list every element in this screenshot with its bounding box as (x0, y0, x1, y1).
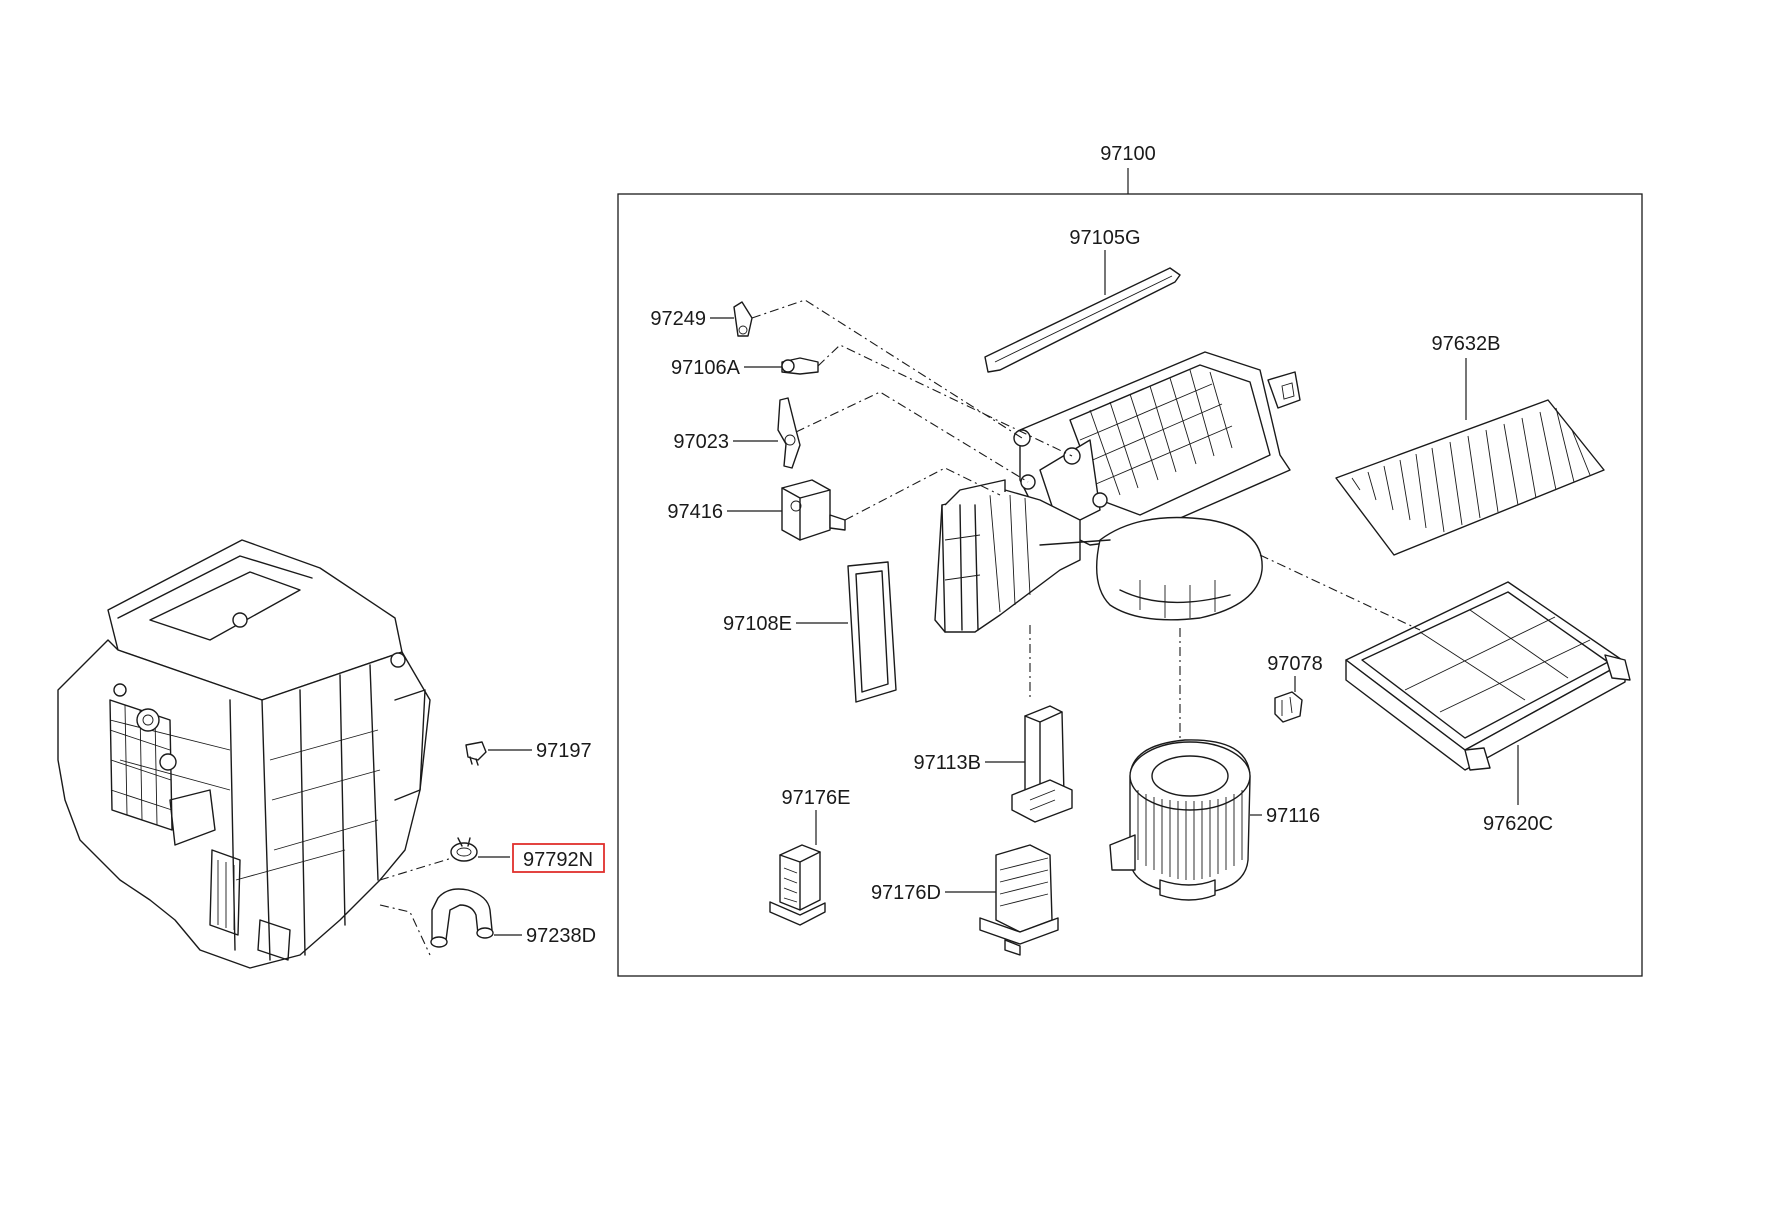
heater-unit-illustration (57, 539, 431, 969)
label-97416: 97416 (667, 501, 723, 523)
part-97113B-resistor (985, 705, 1073, 823)
label-97116: 97116 (1266, 805, 1320, 827)
label-97632B: 97632B (1432, 333, 1501, 355)
part-97105G-seal-strip (984, 250, 1181, 373)
label-97792N: 97792N (523, 849, 593, 871)
part-97620C-filter-cover (1345, 581, 1631, 805)
part-97176D-resistor (945, 844, 1059, 956)
label-97197: 97197 (536, 740, 592, 762)
part-97116-blower-motor (1109, 739, 1262, 901)
blower-housing-illustration (934, 351, 1301, 633)
part-97023-arm (733, 397, 801, 469)
label-97023: 97023 (673, 431, 729, 453)
part-97106A-lever (744, 357, 819, 375)
label-97078: 97078 (1267, 653, 1323, 675)
label-97108E: 97108E (723, 613, 792, 635)
label-97176D: 97176D (871, 882, 941, 904)
part-97078-connector (1274, 676, 1303, 723)
assembly-frame-97100 (617, 193, 1643, 977)
label-97249: 97249 (650, 308, 706, 330)
part-97176E-resistor (769, 810, 826, 926)
part-97249-lever (710, 301, 753, 337)
label-97620C: 97620C (1483, 813, 1553, 835)
part-97416-actuator (727, 479, 846, 541)
label-97238D: 97238D (526, 925, 596, 947)
part-97792N-clamp (450, 837, 510, 862)
label-97176E: 97176E (782, 787, 851, 809)
label-97100: 97100 (1100, 143, 1156, 165)
label-97105G: 97105G (1069, 227, 1140, 249)
part-97238D-hose (430, 888, 522, 948)
part-97108E-gasket (796, 561, 897, 703)
part-97632B-cabin-filter (1335, 358, 1605, 556)
label-97106A: 97106A (671, 357, 741, 379)
highlight-box-97792N (512, 843, 605, 873)
label-97113B: 97113B (914, 752, 981, 774)
part-97197-clip (465, 741, 532, 766)
